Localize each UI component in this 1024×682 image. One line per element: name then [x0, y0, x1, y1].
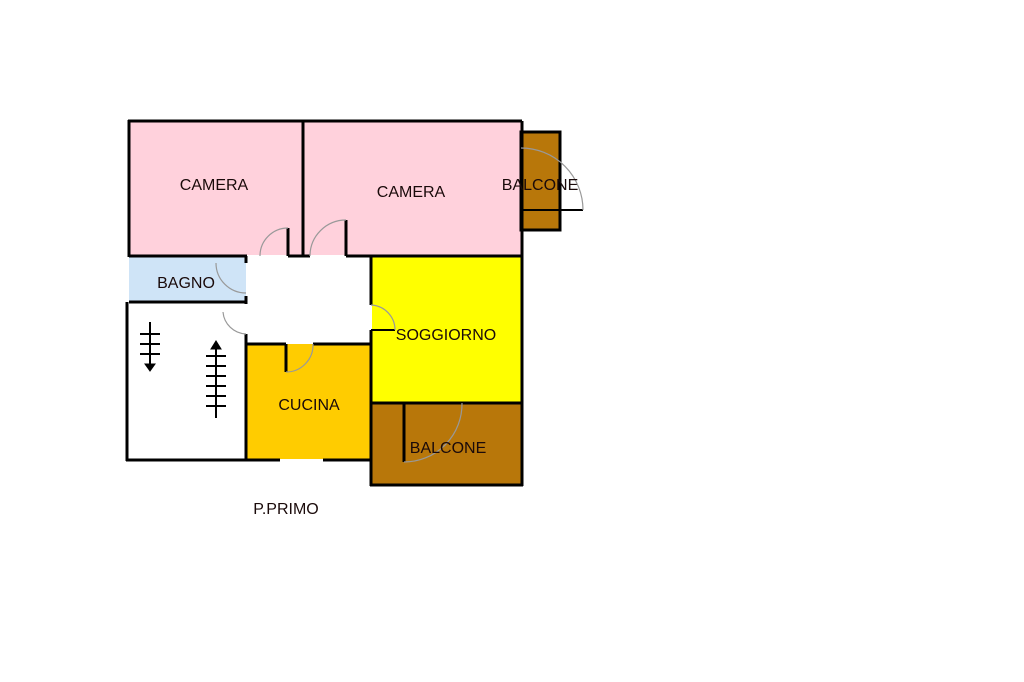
door-arc-bagno [215, 262, 247, 294]
door-arc-stair [222, 311, 247, 335]
door-arc-camera-1 [259, 227, 289, 257]
room-hall [246, 257, 372, 344]
room-camera-2 [303, 121, 522, 255]
walls [125, 119, 583, 487]
floor-label: P.PRIMO [253, 501, 319, 518]
label-bagno: BAGNO [157, 275, 215, 292]
room-balcone-2 [372, 403, 522, 485]
room-stairwell [127, 303, 247, 460]
room-camera-1 [129, 121, 303, 255]
stair-up-icon [206, 340, 226, 418]
label-camera-2: CAMERA [376, 184, 446, 201]
door-arc-camera-2 [309, 219, 347, 257]
room-bagno [129, 257, 246, 302]
room-cucina [247, 344, 372, 459]
room-soggiorno [372, 257, 522, 403]
label-cucina: CUCINA [278, 397, 340, 414]
door-arc-soggiorno [370, 304, 396, 331]
door-arc-cucina [285, 343, 314, 373]
stair-down-icon [140, 322, 160, 372]
label-camera-1: CAMERA [179, 177, 249, 194]
label-balcone-2: BALCONE [409, 440, 487, 457]
label-balcone-1: BALCONE [501, 177, 579, 194]
door-arc-balcone-1 [520, 147, 584, 211]
door-arc-balcone-2 [403, 402, 463, 463]
door-swings [215, 147, 584, 463]
label-soggiorno: SOGGIORNO [395, 327, 497, 344]
